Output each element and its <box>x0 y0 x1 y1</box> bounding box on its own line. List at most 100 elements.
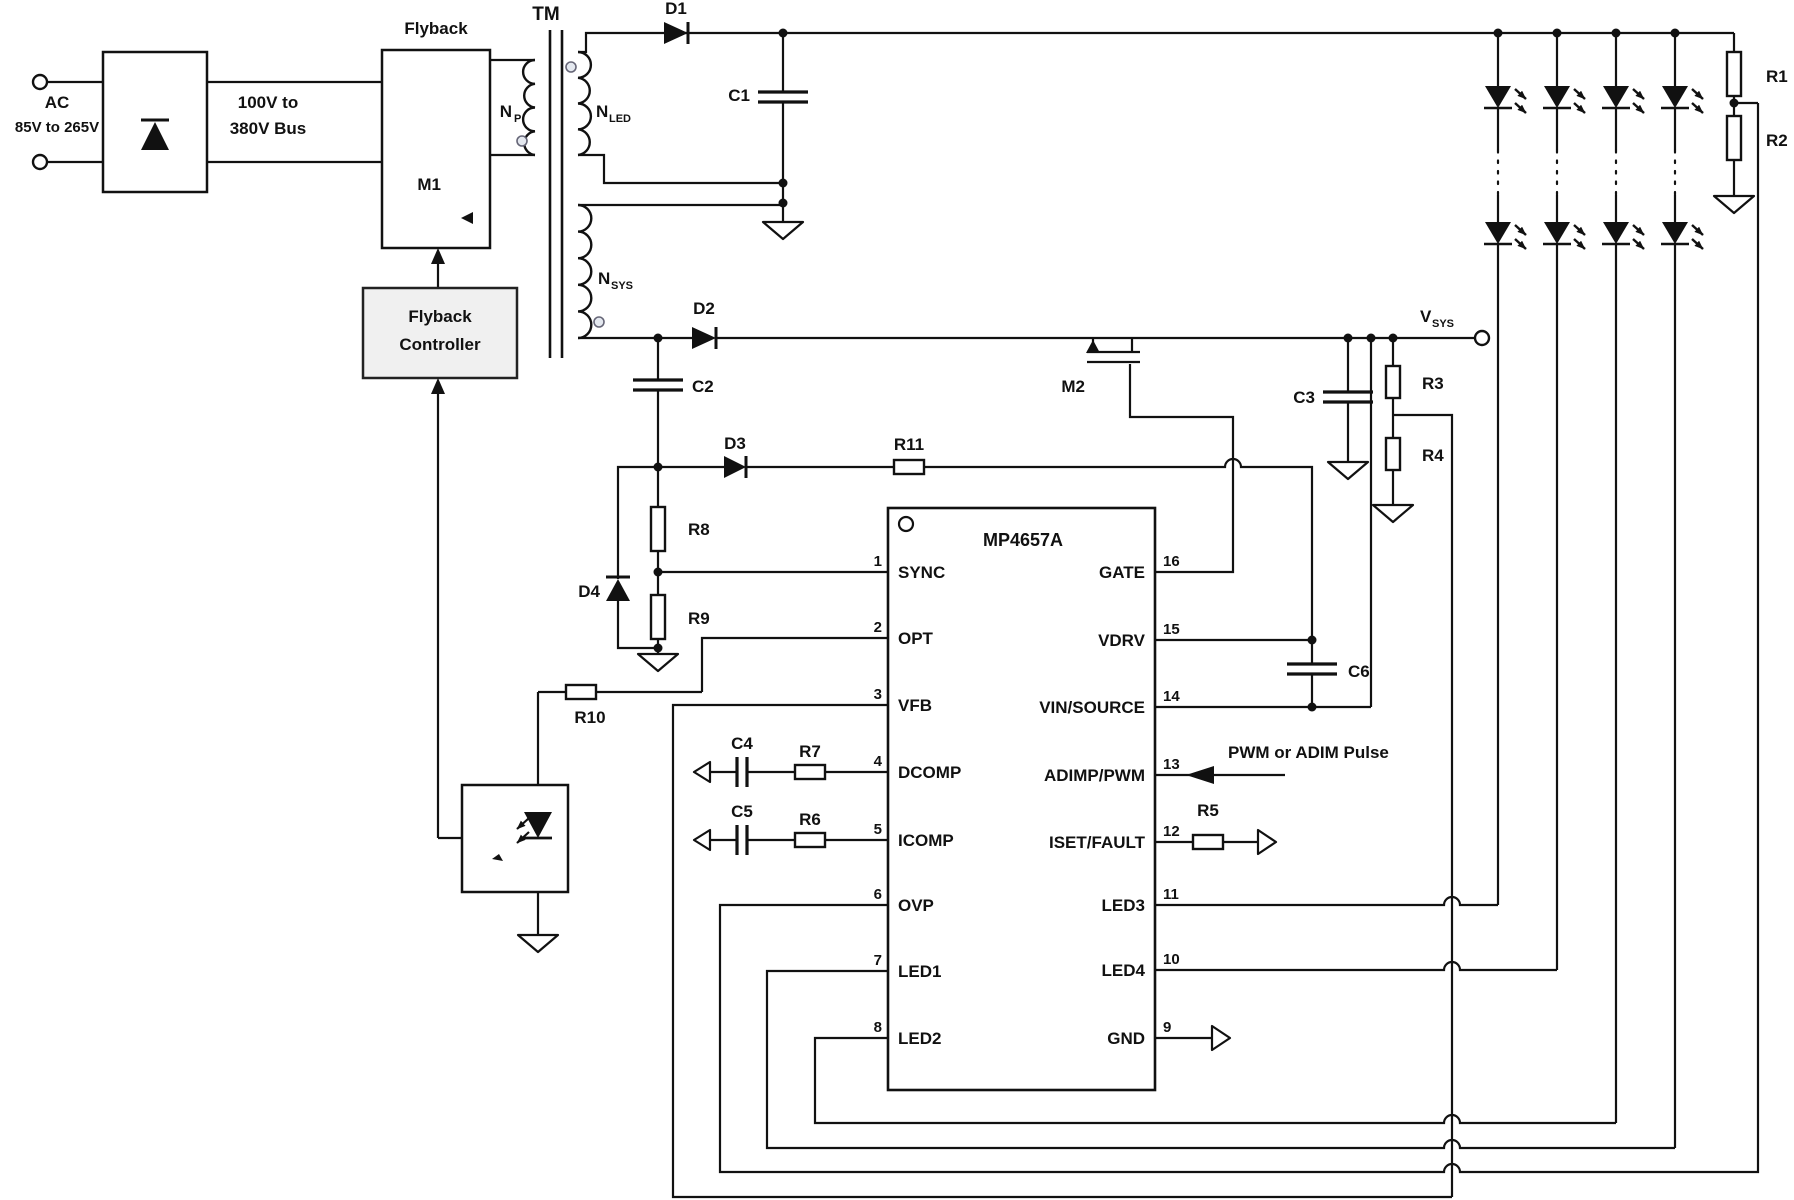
pin-label-gnd: GND <box>1107 1029 1145 1048</box>
ground-c3 <box>1326 460 1370 481</box>
pin-label-led1: LED1 <box>898 962 941 981</box>
label-ac: AC <box>45 93 70 112</box>
pin-num-9: 9 <box>1163 1019 1171 1036</box>
label-vsys: V <box>1420 307 1432 326</box>
diode-d4-icon <box>606 575 630 601</box>
resistor-r9 <box>649 593 667 641</box>
label-ac-range: 85V to 265V <box>15 119 99 136</box>
ground-r9 <box>636 652 680 673</box>
ic-right-pins: GATE 16 VDRV 15 VIN/SOURCE 14 ADIMP/PWM … <box>1039 553 1180 1048</box>
resistor-r1 <box>1725 50 1743 98</box>
diode-d2-icon <box>692 327 718 349</box>
pin-label-dcomp: DCOMP <box>898 763 961 782</box>
label-bus-2: 380V Bus <box>230 119 307 138</box>
ground-c1 <box>761 220 805 241</box>
pin-label-icomp: ICOMP <box>898 831 954 850</box>
pin-label-opt: OPT <box>898 629 934 648</box>
pin-num-16: 16 <box>1163 553 1180 570</box>
pin-label-sync: SYNC <box>898 563 945 582</box>
label-d4: D4 <box>578 582 600 601</box>
label-c3: C3 <box>1293 388 1315 407</box>
winding-nsys <box>577 203 593 340</box>
optocoupler-box <box>460 783 570 894</box>
ac-terminal-top <box>31 73 49 91</box>
flyback-box <box>380 48 492 250</box>
wire-vsys <box>1085 336 1475 1197</box>
led-icon <box>1484 86 1526 113</box>
opto-to-controller-arrow <box>431 378 445 394</box>
gnd-terminal-icon <box>1210 1024 1232 1052</box>
label-c5: C5 <box>731 802 753 821</box>
winding-primary <box>521 58 536 157</box>
pin-num-4: 4 <box>874 753 883 770</box>
label-r7: R7 <box>799 742 821 761</box>
label-c4: C4 <box>731 734 753 753</box>
ic-name: MP4657A <box>983 530 1063 550</box>
cap-c2-icon <box>633 378 683 392</box>
label-r2: R2 <box>1766 131 1788 150</box>
m1-arrow-icon <box>461 212 473 224</box>
pin-num-5: 5 <box>874 821 882 838</box>
ac-terminal-bottom <box>31 153 49 171</box>
iset-terminal-icon <box>1256 828 1278 856</box>
ic-pin1-marker <box>897 515 915 533</box>
label-controller-2: Controller <box>399 335 481 354</box>
pin-num-6: 6 <box>874 886 882 903</box>
ground-opto <box>516 933 560 954</box>
winding-nled <box>577 50 593 157</box>
label-m2: M2 <box>1061 377 1085 396</box>
label-r10: R10 <box>574 708 605 727</box>
controller-to-flyback-arrow <box>431 248 445 264</box>
icomp-terminal-icon <box>692 828 712 852</box>
pin-label-led3: LED3 <box>1102 896 1145 915</box>
led-icon <box>1602 222 1644 249</box>
pin-num-1: 1 <box>874 553 882 570</box>
wire-led-strings-dotted <box>1496 148 1677 197</box>
label-nled: N <box>596 102 608 121</box>
adim-pulse-arrow <box>1186 766 1214 784</box>
pin-num-13: 13 <box>1163 756 1180 773</box>
resistor-r6 <box>793 831 827 849</box>
label-nsys: N <box>598 269 610 288</box>
cap-c3-icon <box>1323 390 1373 404</box>
label-np: N <box>500 102 512 121</box>
label-r8: R8 <box>688 520 710 539</box>
optocoupler-icon <box>492 812 552 861</box>
led-icon <box>1661 222 1703 249</box>
label-nsys-sub: SYS <box>611 280 633 292</box>
led-icon <box>1543 86 1585 113</box>
pin-num-3: 3 <box>874 686 882 703</box>
dcomp-terminal-icon <box>692 760 712 784</box>
led-icon <box>1661 86 1703 113</box>
cap-c6-icon <box>1287 662 1337 676</box>
resistor-r2 <box>1725 114 1743 162</box>
resistor-r8 <box>649 505 667 553</box>
pin-label-vdrv: VDRV <box>1098 631 1146 650</box>
pin-num-14: 14 <box>1163 688 1180 705</box>
label-r6: R6 <box>799 810 821 829</box>
label-c1: C1 <box>728 86 750 105</box>
label-c2: C2 <box>692 377 714 396</box>
cap-c4-icon <box>735 757 749 787</box>
ic-body <box>886 506 1157 1092</box>
label-flyback: Flyback <box>404 19 468 38</box>
pin-num-12: 12 <box>1163 823 1180 840</box>
label-m1: M1 <box>417 175 441 194</box>
label-bus-1: 100V to <box>238 93 298 112</box>
diode-d1-icon <box>664 22 690 44</box>
polarity-dot-np <box>516 135 528 147</box>
resistor-r4 <box>1384 436 1402 472</box>
pin-label-vin-source: VIN/SOURCE <box>1039 698 1145 717</box>
wire-led-rail <box>578 31 1734 222</box>
label-r1: R1 <box>1766 67 1788 86</box>
wire-ic-left <box>536 103 1760 1199</box>
resistor-r5 <box>1191 833 1225 851</box>
m2-arrow-icon <box>1086 340 1100 353</box>
label-tm: TM <box>532 4 559 25</box>
pin-num-7: 7 <box>874 952 882 969</box>
pin-num-8: 8 <box>874 1019 882 1036</box>
pin-label-gate: GATE <box>1099 563 1145 582</box>
label-r9: R9 <box>688 609 710 628</box>
